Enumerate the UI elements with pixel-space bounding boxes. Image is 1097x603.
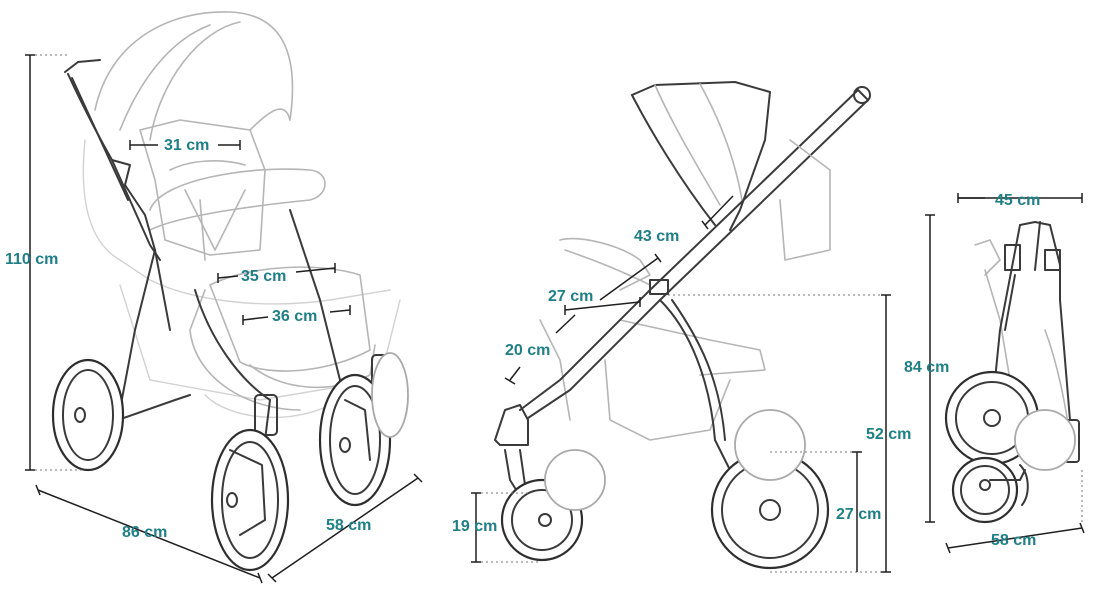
seat-depth-label: 36 cm	[272, 308, 317, 325]
front-wheel-label: 19 cm	[452, 518, 497, 535]
folded-view-dimensions	[925, 193, 1085, 554]
front-view-stroller	[51, 11, 409, 572]
folded-view-stroller	[944, 221, 1080, 524]
front-length-label: 86 cm	[122, 524, 167, 541]
seat-height-label: 52 cm	[866, 426, 911, 443]
side-view-stroller	[494, 81, 871, 570]
front-height-label: 110 cm	[5, 251, 58, 268]
folded-width-label: 45 cm	[995, 192, 1040, 209]
seat-back-width-label: 31 cm	[164, 137, 209, 154]
rear-wheel-label: 27 cm	[836, 506, 881, 523]
seat-width-label: 35 cm	[241, 268, 286, 285]
backrest-label: 43 cm	[634, 228, 679, 245]
front-view-dimensions	[25, 54, 423, 584]
side-view-dimensions	[471, 195, 891, 573]
footrest-label: 20 cm	[505, 342, 550, 359]
front-width-label: 58 cm	[326, 517, 371, 534]
side-seat-depth-label: 27 cm	[548, 288, 593, 305]
folded-depth-label: 58 cm	[991, 532, 1036, 549]
folded-height-label: 84 cm	[904, 359, 949, 376]
